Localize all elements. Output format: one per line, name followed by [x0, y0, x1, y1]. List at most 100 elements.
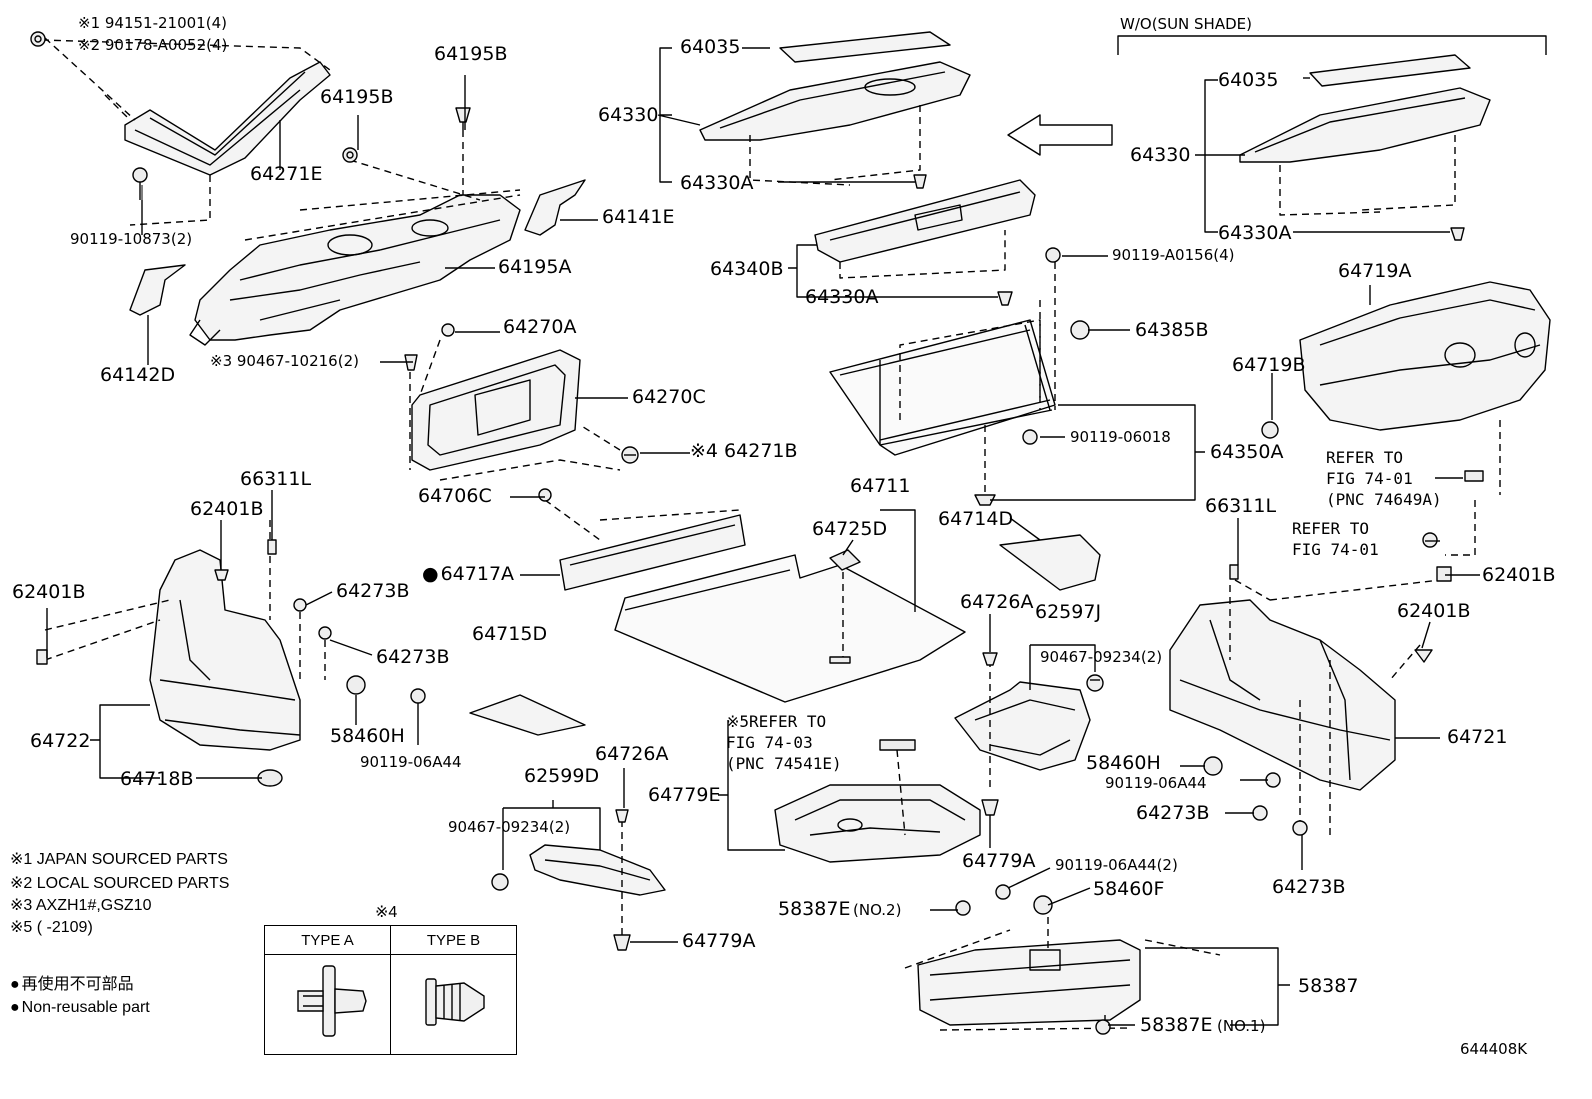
callout-label: 90119-A0156(4): [1112, 246, 1235, 264]
clip-icon: [455, 107, 471, 130]
callout-label: 58460H: [1086, 752, 1161, 774]
callout-label: 64711: [850, 475, 911, 497]
callout-label: ※1 94151-21001(4): [78, 14, 227, 32]
callout-label: 64350A: [1210, 441, 1284, 463]
bracket-64142d-part: [129, 264, 186, 316]
variant-label: W/O(SUN SHADE): [1120, 15, 1252, 33]
callout-label: 64779A: [962, 850, 1036, 872]
reference-note: REFER TO FIG 74-01 (PNC 74649A): [1326, 448, 1442, 510]
type-b-cell: [390, 954, 517, 1055]
callout-label: 66311L: [240, 468, 312, 490]
arrow-left-icon: [1007, 114, 1113, 156]
callout-label: 64273B: [336, 580, 410, 602]
callout-label: 64035: [1218, 69, 1279, 91]
clip-icon: [1033, 895, 1053, 915]
panel-64340b-part: [814, 179, 1036, 263]
reference-line: REFER TO: [1292, 519, 1370, 538]
type-table-mark: ※4: [375, 904, 398, 921]
diagram-code: 644408K: [1460, 1040, 1528, 1058]
callout-label: 58460F: [1093, 878, 1165, 900]
clip-icon: [981, 799, 999, 816]
clip-icon: [613, 934, 631, 951]
callout-label: 90119-10873(2): [70, 230, 193, 248]
bolt-icon: [1265, 772, 1281, 788]
clip-icon: [1070, 320, 1090, 340]
callout-label: 64714D: [938, 508, 1014, 530]
clip-icon: [974, 494, 996, 506]
callout-label: 64273B: [376, 646, 450, 668]
callout-label: 62401B: [1482, 564, 1556, 586]
callout-label: 64718B: [120, 768, 194, 790]
callout-label: 64719B: [1232, 354, 1306, 376]
clip-icon: [318, 626, 332, 640]
clip-type-a-icon: [296, 965, 367, 1037]
callout-label: 64706C: [418, 485, 492, 507]
reference-line: FIG 74-01: [1326, 468, 1413, 488]
callout-label: 62401B: [190, 498, 264, 520]
bolt-icon: [1422, 532, 1438, 548]
cover-64035-alt-part: [1309, 54, 1471, 87]
bolt-icon: [995, 884, 1011, 900]
reference-note: REFER TO FIG 74-01: [1292, 519, 1379, 561]
clip-icon: [1252, 805, 1268, 821]
clip-icon: [293, 598, 307, 612]
mat-64711-part: [614, 554, 966, 703]
callout-label: 64195B: [320, 86, 394, 108]
frame-64350a-part: [829, 319, 1056, 456]
clip-icon: [1261, 421, 1279, 439]
clip-icon: [1095, 1019, 1111, 1035]
bolt-icon: [30, 31, 46, 47]
clip-icon: [621, 446, 639, 464]
callout-label: 90119-06A44: [360, 753, 462, 771]
clip-icon: [913, 174, 927, 189]
callout-label: 58387: [1298, 975, 1359, 997]
callout-label: 64142D: [100, 364, 176, 386]
callout-label: 64722: [30, 730, 91, 752]
plate-58387-part: [917, 939, 1141, 1026]
bolt-icon: [410, 688, 426, 704]
frame-64270c-part: [411, 349, 581, 471]
bar-64717a-part: [559, 514, 746, 591]
footnote: ※2 LOCAL SOURCED PARTS: [10, 875, 230, 892]
callout-label: 90119-06A44(2): [1055, 856, 1178, 874]
callout-label: 64270C: [632, 386, 706, 408]
tray-62597j-part: [954, 681, 1091, 771]
clip-icon: [491, 873, 509, 891]
clip-icon: [36, 649, 48, 665]
callout-label: 62401B: [1397, 600, 1471, 622]
clip-icon: [1436, 566, 1452, 582]
bolt-icon: [342, 147, 358, 163]
callout-label: 64270A: [503, 316, 577, 338]
reference-line: (PNC 74541E): [726, 753, 842, 773]
callout-label: 62401B: [12, 581, 86, 603]
clip-icon: [441, 323, 455, 337]
shelf-64330-part: [699, 61, 971, 141]
callout-label: 64726A: [595, 743, 669, 765]
legend-en: Non-reusable part: [10, 1000, 150, 1016]
callout-label: 64330: [1130, 144, 1191, 166]
callout-label: 64715D: [472, 623, 548, 645]
clip-icon: [1414, 649, 1433, 663]
callout-label: 66311L: [1205, 495, 1277, 517]
callout-label: 64273B: [1136, 802, 1210, 824]
callout-label: 64719A: [1338, 260, 1412, 282]
callout-label: 64385B: [1135, 319, 1209, 341]
type-a-cell: [264, 954, 391, 1055]
trim-64721-part: [1169, 599, 1396, 791]
callout-label: 64035: [680, 36, 741, 58]
callout-label: 90467-09234(2): [1040, 648, 1163, 666]
reference-line: ※5REFER TO: [726, 712, 827, 731]
type-a-header: TYPE A: [264, 925, 391, 955]
bolt-icon: [1045, 247, 1061, 263]
clip-icon: [1229, 564, 1239, 580]
callout-label: 64721: [1447, 726, 1508, 748]
trim-64722-part: [149, 549, 301, 787]
tray-62599d-part: [529, 844, 666, 896]
callout-label: 64779E: [648, 784, 721, 806]
clip-type-b-icon: [424, 978, 485, 1026]
callout-label: 58387E: [1140, 1014, 1213, 1036]
reference-line: FIG 74-03: [726, 732, 813, 752]
clip-icon: [1203, 756, 1223, 776]
clip-icon: [982, 652, 998, 666]
